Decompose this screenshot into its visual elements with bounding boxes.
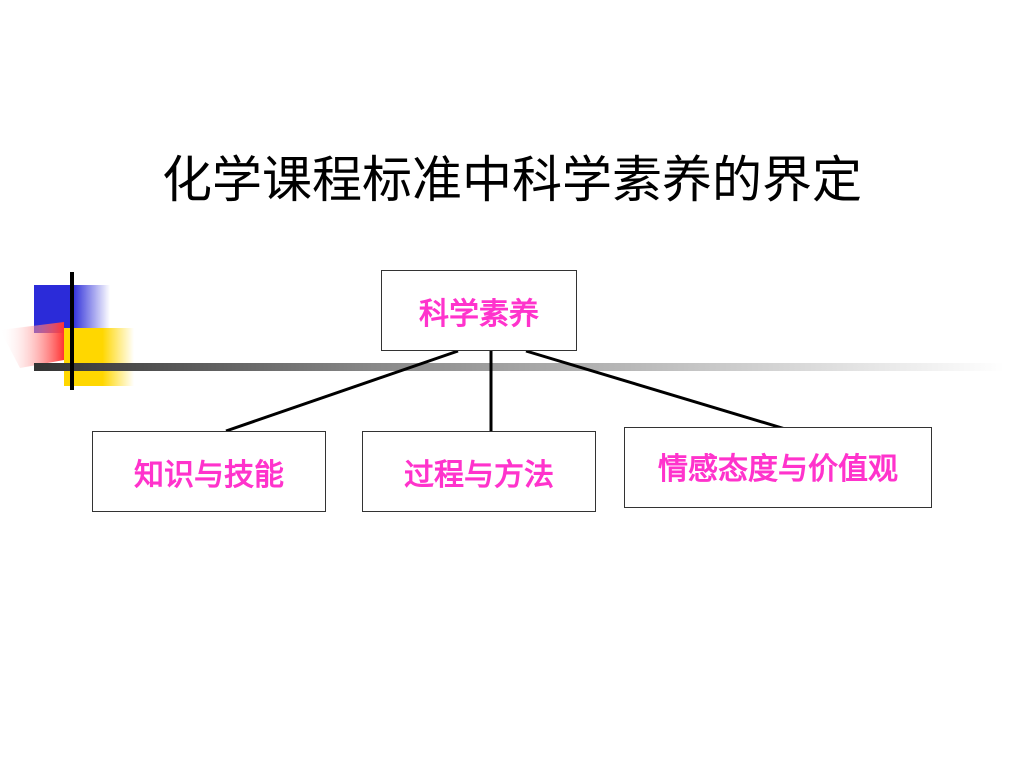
horizontal-rule: [34, 363, 1004, 371]
child-node-knowledge-skills: 知识与技能: [92, 431, 326, 512]
slide-title: 化学课程标准中科学素养的界定: [162, 151, 862, 209]
vertical-rule: [70, 272, 74, 390]
child-node-attitudes-values: 情感态度与价值观: [624, 427, 932, 508]
child-node-label: 知识与技能: [134, 457, 284, 493]
root-node: 科学素养: [381, 270, 577, 351]
root-node-label: 科学素养: [419, 296, 539, 332]
child-node-process-methods: 过程与方法: [362, 431, 596, 512]
decorative-corner-graphic: [0, 272, 1004, 390]
connector-right: [525, 349, 793, 433]
connector-left: [225, 349, 459, 433]
yellow-square: [64, 328, 134, 386]
child-node-label: 情感态度与价值观: [658, 452, 898, 487]
child-node-label: 过程与方法: [404, 457, 554, 493]
red-wedge: [0, 322, 64, 368]
